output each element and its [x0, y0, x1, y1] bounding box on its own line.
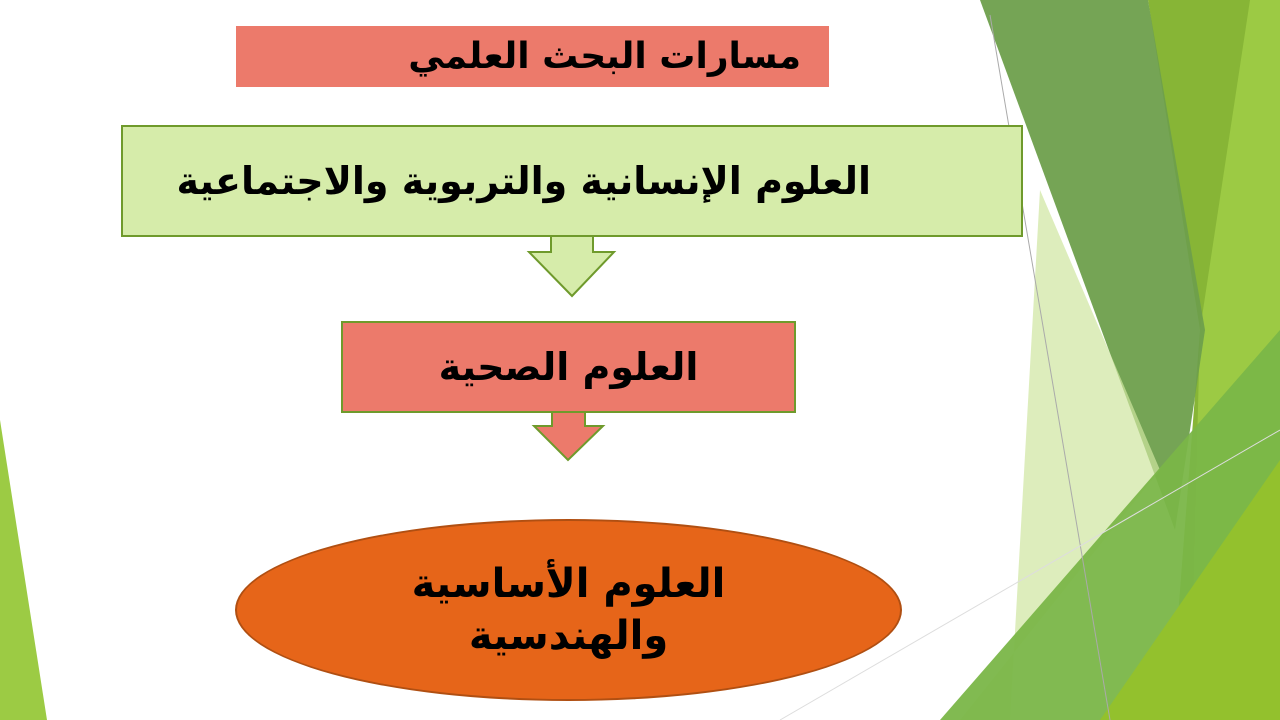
- step-box-humanities: العلوم الإنسانية والتربوية والاجتماعية: [121, 125, 1023, 237]
- down-arrow-2: [531, 411, 606, 462]
- decor-pale-triangle: [960, 190, 1160, 720]
- slide-title: مسارات البحث العلمي: [236, 26, 829, 87]
- step-label-line2: والهندسية: [468, 613, 669, 659]
- step-ellipse-basic-engineering: العلوم الأساسية والهندسية: [235, 519, 902, 701]
- step-label: العلوم الإنسانية والتربوية والاجتماعية: [176, 159, 871, 203]
- decor-thin-line-2: [779, 429, 1280, 720]
- decor-left-strip: [0, 420, 47, 720]
- slide-title-text: مسارات البحث العلمي: [408, 36, 801, 77]
- down-arrow-1: [526, 235, 617, 298]
- step-box-health-sciences: العلوم الصحية: [341, 321, 796, 413]
- step-label: العلوم الصحية: [438, 345, 699, 389]
- step-label-line1: العلوم الأساسية: [411, 561, 726, 607]
- decor-dark-band: [980, 0, 1205, 530]
- decor-lime-triangle: [1100, 460, 1280, 720]
